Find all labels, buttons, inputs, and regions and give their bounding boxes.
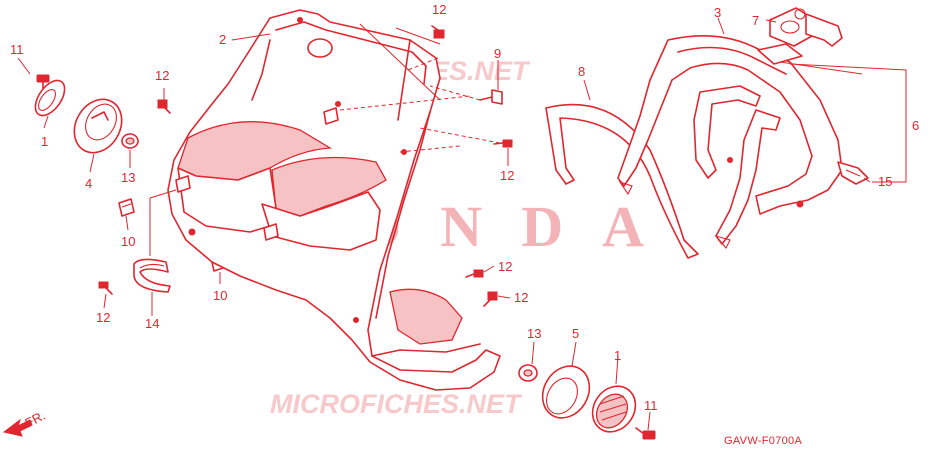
bracket-6 (789, 63, 907, 183)
ring-4 (73, 98, 123, 154)
cap-1-bottom (591, 385, 637, 433)
callout-12: 12 (498, 259, 512, 274)
callout-1: 1 (614, 348, 621, 363)
callout-10: 10 (121, 234, 135, 249)
callout-11: 11 (10, 42, 24, 57)
diagram-code: GAVW-F0700A (724, 435, 802, 447)
callout-12: 12 (155, 68, 169, 83)
nut-13-bottom (518, 364, 538, 382)
callout-15: 15 (878, 174, 892, 189)
trim-strip-8 (545, 103, 699, 259)
callout-3: 3 (714, 5, 721, 20)
carrier-3 (617, 35, 843, 249)
screw-11-bottom (635, 427, 656, 440)
callout-10: 10 (213, 288, 227, 303)
screw-12-top-center (431, 25, 445, 39)
bolt-9 (479, 89, 503, 105)
watermark-bottom: MICROFICHES.NET (270, 389, 523, 419)
screw-12-lower-left (98, 281, 113, 295)
callout-14: 14 (145, 316, 159, 331)
band-14 (133, 258, 171, 293)
cap-1-left (34, 79, 66, 117)
callout-4: 4 (85, 176, 92, 191)
callout-13: 13 (121, 170, 135, 185)
callout-12: 12 (96, 310, 110, 325)
callout-2: 2 (219, 32, 226, 47)
latch-15 (837, 161, 869, 185)
screw-12-left-upper (157, 99, 171, 114)
nut-13-left (121, 133, 139, 149)
callout-1: 1 (41, 134, 48, 149)
front-arrow-icon (2, 418, 33, 437)
callout-7: 7 (752, 13, 759, 28)
callout-8: 8 (578, 64, 585, 79)
callout-12: 12 (432, 2, 446, 17)
callout-12: 12 (500, 168, 514, 183)
callout-9: 9 (494, 46, 501, 61)
inner-box-2 (167, 9, 501, 391)
callout-13: 13 (527, 326, 541, 341)
callout-11: 11 (644, 398, 658, 413)
callout-6: 6 (912, 118, 919, 133)
screw-12-lower-center (465, 269, 484, 278)
callout-5: 5 (572, 326, 579, 341)
callout-12: 12 (514, 290, 528, 305)
key-lock-7 (757, 7, 843, 65)
clip-10-left (118, 198, 135, 217)
screw-12-bottom-center (483, 291, 498, 307)
screw-12-mid-right (493, 139, 513, 148)
ring-5 (541, 365, 591, 419)
